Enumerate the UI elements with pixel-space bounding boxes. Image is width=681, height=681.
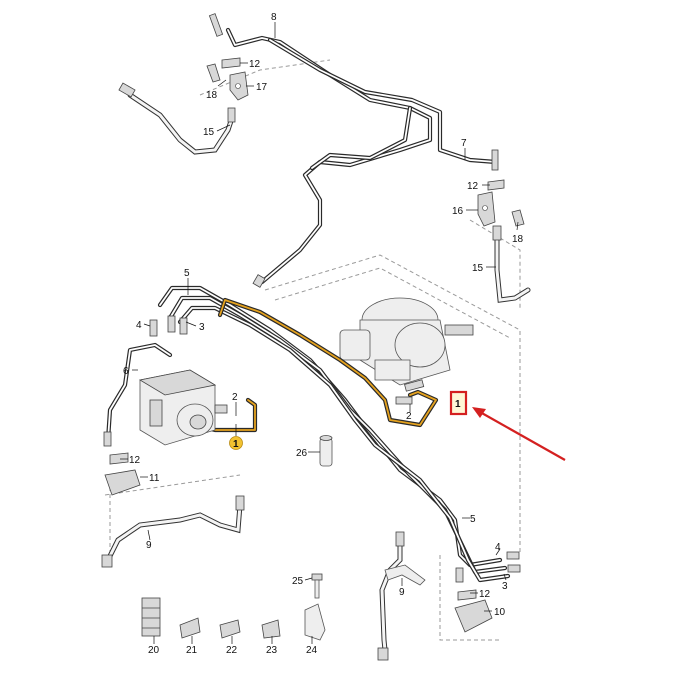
bolt-25 bbox=[311, 573, 323, 599]
brake-hose-15-right bbox=[492, 225, 531, 303]
brake-hose-15-left bbox=[118, 82, 236, 155]
callout-12: 12 bbox=[249, 59, 261, 70]
clip-12a bbox=[221, 57, 241, 69]
callout-15: 15 bbox=[472, 263, 484, 274]
fitting-4-right bbox=[506, 551, 520, 560]
dashed-outline-hose-left bbox=[104, 474, 241, 496]
callout-21: 21 bbox=[186, 645, 198, 656]
bolt-18b bbox=[511, 209, 525, 227]
bolt-18a bbox=[206, 63, 221, 83]
bracket-11 bbox=[104, 469, 141, 496]
callout-7: 7 bbox=[461, 138, 467, 149]
callout-2: 2 bbox=[406, 411, 412, 422]
brake-master-cylinder bbox=[339, 297, 474, 386]
brake-line-6 bbox=[103, 342, 173, 447]
callout-4: 4 bbox=[136, 320, 142, 331]
fitting-top-left bbox=[208, 13, 224, 37]
bracket-24 bbox=[304, 603, 326, 641]
clip-12b bbox=[487, 179, 505, 191]
brake-hose-9-right bbox=[377, 531, 426, 661]
callout-25: 25 bbox=[292, 576, 304, 587]
callout-8: 8 bbox=[271, 12, 277, 23]
callout-17: 17 bbox=[256, 82, 268, 93]
fitting-center bbox=[252, 274, 266, 288]
dashed-outline-inner bbox=[274, 267, 511, 339]
callout-9: 9 bbox=[399, 587, 405, 598]
callout-22: 22 bbox=[226, 645, 238, 656]
callout-3: 3 bbox=[502, 581, 508, 592]
callout-20: 20 bbox=[148, 645, 160, 656]
callout-15: 15 bbox=[203, 127, 215, 138]
bracket-16 bbox=[477, 191, 496, 227]
clip-20 bbox=[141, 597, 161, 637]
bracket-10 bbox=[454, 599, 493, 633]
clip-12c bbox=[109, 452, 129, 465]
callout-24: 24 bbox=[306, 645, 318, 656]
clip-12d bbox=[457, 589, 477, 601]
callout-6: 6 bbox=[123, 366, 129, 377]
callout-23: 23 bbox=[266, 645, 278, 656]
abs-hydraulic-unit bbox=[138, 369, 228, 446]
callout-3: 3 bbox=[199, 322, 205, 333]
callout-18: 18 bbox=[206, 90, 218, 101]
callout-12: 12 bbox=[467, 181, 479, 192]
red-arrow-pointer bbox=[472, 407, 566, 461]
callout-4: 4 bbox=[495, 542, 501, 553]
callout-16: 16 bbox=[452, 206, 464, 217]
fitting-3-right bbox=[507, 564, 521, 573]
fitting-pipe2 bbox=[395, 396, 413, 405]
clip-22 bbox=[219, 619, 241, 639]
fitting-5-right bbox=[455, 567, 464, 583]
callout-12: 12 bbox=[129, 455, 141, 466]
brake-line-bundle bbox=[157, 285, 511, 583]
sleeve-26 bbox=[319, 435, 333, 467]
callout-5: 5 bbox=[470, 514, 476, 525]
leader-lines bbox=[120, 22, 519, 644]
fitting-right bbox=[491, 149, 499, 171]
highlight-badge-1-left bbox=[229, 436, 243, 450]
dashed-outline-engine-bay bbox=[264, 254, 521, 555]
callout-9: 9 bbox=[146, 540, 152, 551]
marker-box-callout-1 bbox=[449, 390, 468, 416]
brake-hose-9-left bbox=[101, 495, 245, 568]
clip-23 bbox=[261, 619, 281, 639]
callout-labels: 8 12 18 17 15 7 12 16 18 15 5 4 3 6 2 1 … bbox=[123, 12, 524, 656]
callout-12: 12 bbox=[479, 589, 491, 600]
clip-21 bbox=[179, 617, 201, 639]
callout-11: 11 bbox=[149, 473, 160, 484]
fitting-3-left-a bbox=[167, 315, 176, 333]
bracket-17 bbox=[229, 71, 249, 101]
callout-18: 18 bbox=[512, 234, 524, 245]
fitting-3-left-b bbox=[179, 317, 188, 335]
callout-2: 2 bbox=[232, 392, 238, 403]
fitting-pipe1-upper bbox=[404, 379, 425, 392]
callout-5: 5 bbox=[184, 268, 190, 279]
callout-1: 1 bbox=[455, 399, 461, 410]
callout-10: 10 bbox=[494, 607, 506, 618]
callout-1: 1 bbox=[233, 439, 239, 450]
dashed-outline-bracket-right bbox=[439, 555, 500, 641]
fitting-4-left bbox=[149, 319, 158, 337]
dashed-outline-right-bracket bbox=[469, 219, 521, 310]
callout-26: 26 bbox=[296, 448, 308, 459]
brake-line-1-highlighted bbox=[192, 297, 439, 433]
